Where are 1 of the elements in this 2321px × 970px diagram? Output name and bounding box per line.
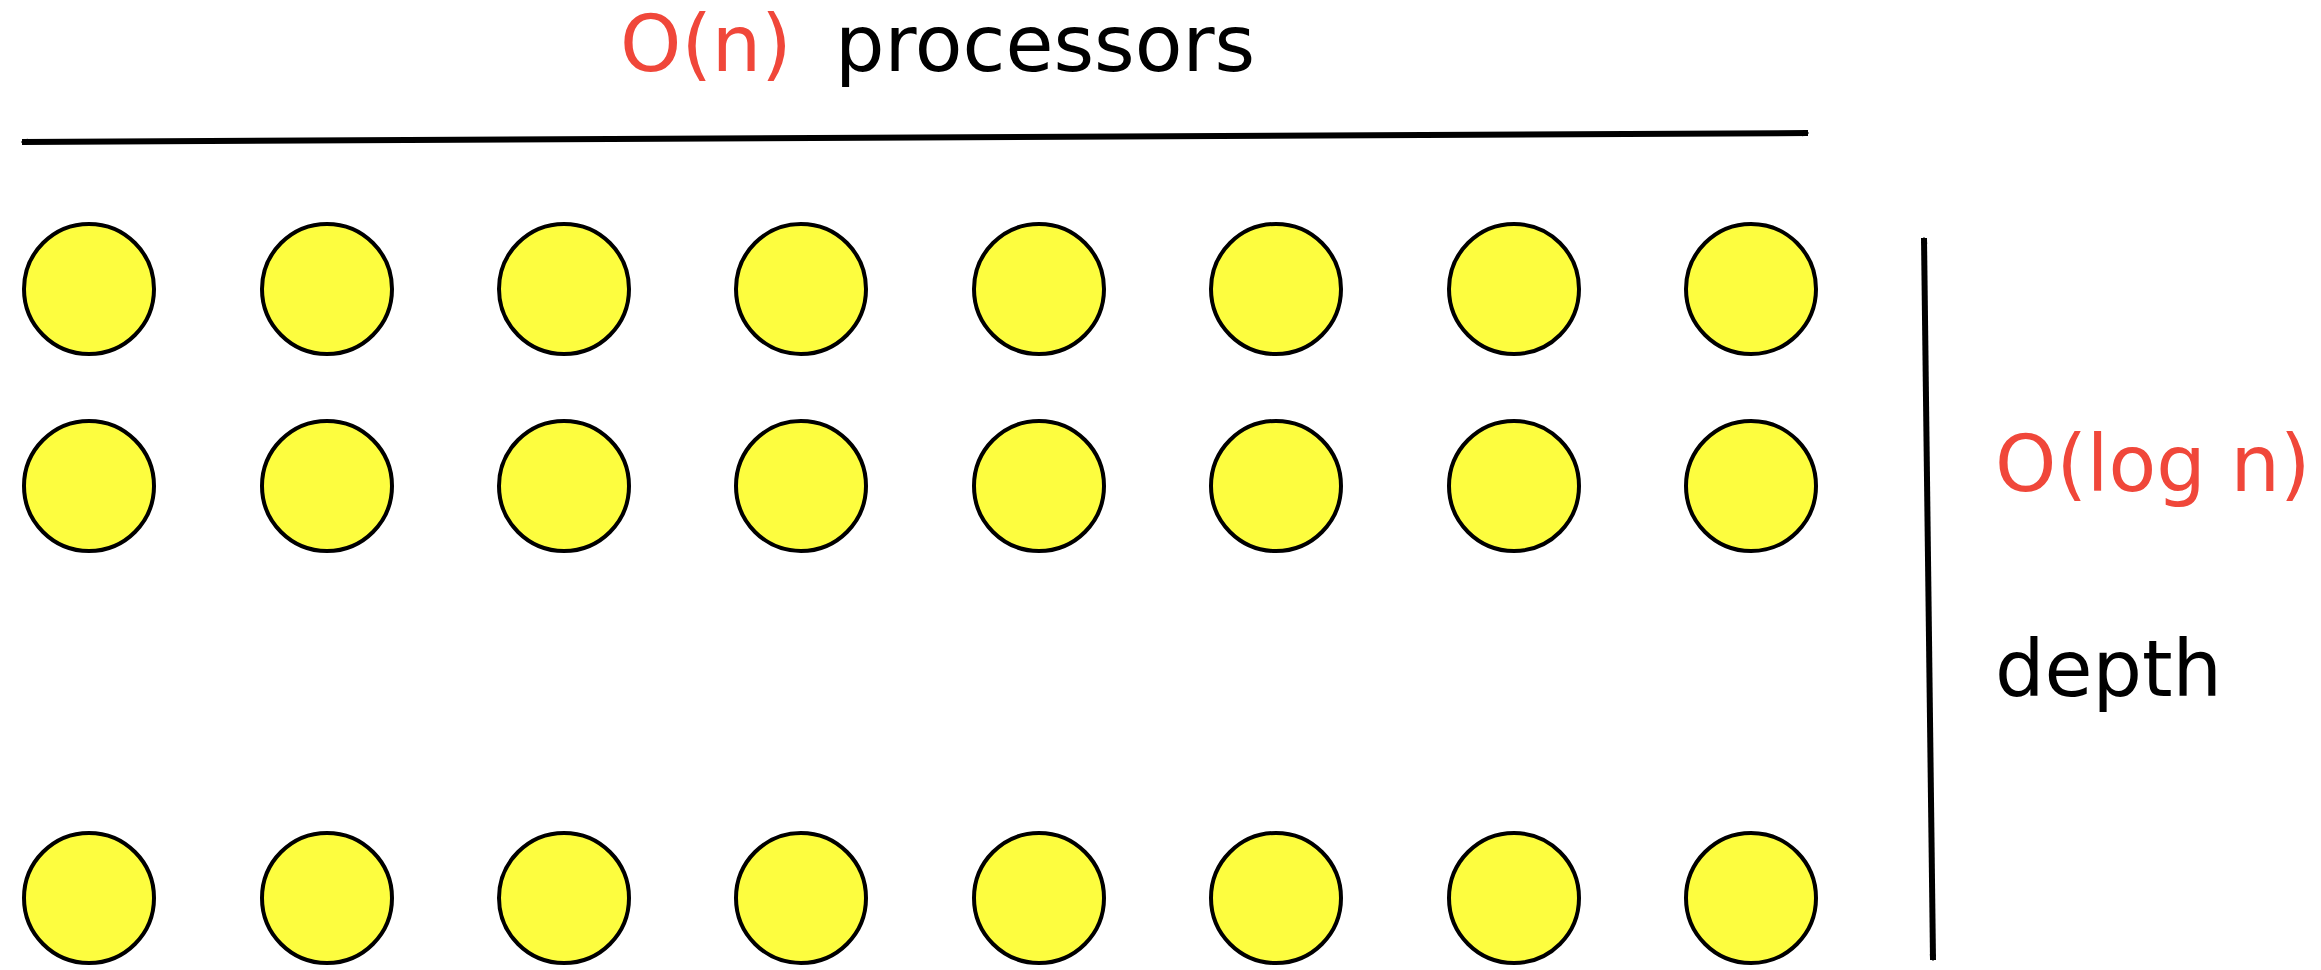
- dimension-label: O(n): [620, 5, 792, 83]
